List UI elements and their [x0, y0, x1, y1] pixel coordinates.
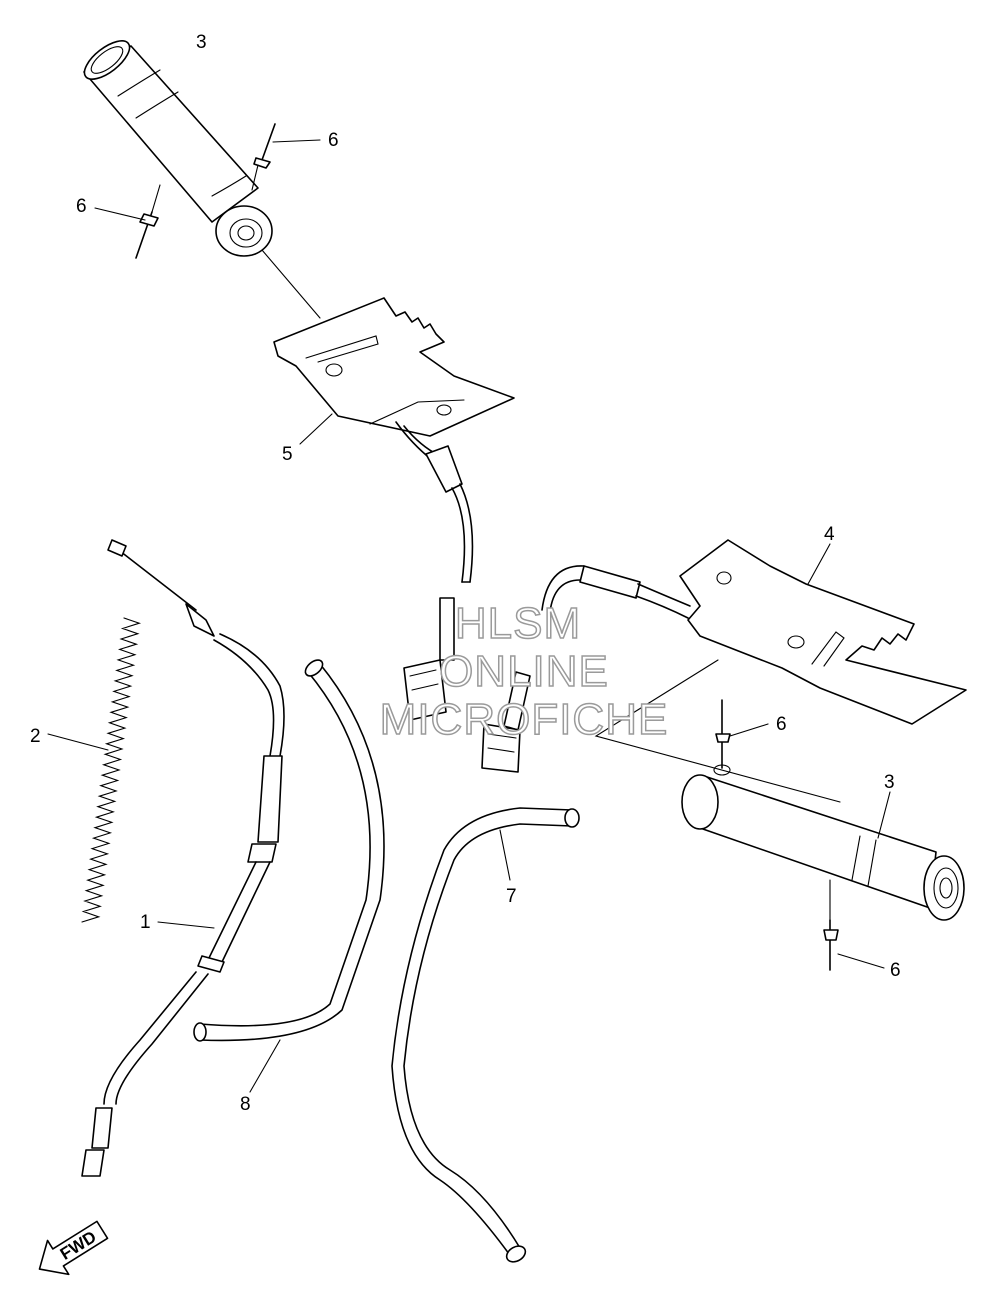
label-part-6-a: 6 — [328, 130, 339, 151]
leader-5 — [299, 413, 333, 445]
grip-bottom[interactable] — [681, 764, 965, 921]
label-part-2: 2 — [30, 726, 41, 747]
grip-heater-right[interactable] — [679, 539, 967, 725]
pin-6a[interactable] — [251, 123, 276, 191]
pin-6b[interactable] — [135, 184, 161, 259]
watermark-line1: HLSM — [455, 599, 581, 648]
spring-coil — [81, 617, 142, 923]
leader-6d — [837, 953, 885, 969]
leader-4 — [807, 543, 831, 585]
leader-1 — [157, 921, 215, 929]
label-part-7: 7 — [506, 886, 517, 907]
wire-harness-left[interactable] — [395, 421, 474, 583]
hose-8[interactable] — [193, 657, 385, 1042]
label-part-6-c: 6 — [776, 714, 787, 735]
label-part-1: 1 — [140, 912, 151, 933]
label-part-6-d: 6 — [890, 960, 901, 981]
watermark-line3: MICROFICHE — [380, 695, 669, 744]
pin-6c[interactable] — [715, 699, 731, 769]
leader-7 — [499, 829, 511, 881]
label-part-3-top: 3 — [196, 32, 207, 53]
spring[interactable] — [81, 617, 142, 923]
wire-harness-right[interactable] — [541, 565, 691, 619]
label-part-5: 5 — [282, 444, 293, 465]
label-part-8: 8 — [240, 1094, 251, 1115]
connector-left[interactable] — [403, 597, 455, 721]
leader-6c — [729, 723, 769, 737]
leader-2 — [47, 733, 109, 751]
label-part-3-bottom: 3 — [884, 772, 895, 793]
hose-7[interactable] — [391, 807, 580, 1265]
connector-right[interactable] — [481, 671, 531, 773]
throttle-cable[interactable] — [81, 539, 285, 1177]
grip-top[interactable] — [78, 34, 273, 257]
leader-6a — [272, 139, 321, 143]
leader-8 — [249, 1039, 281, 1093]
assembly-line-right — [594, 659, 841, 803]
grip-heater-left[interactable] — [273, 297, 515, 437]
watermark-line2: ONLINE — [439, 647, 609, 696]
label-part-4: 4 — [824, 524, 835, 545]
leader-6b — [94, 207, 146, 221]
pin-6d[interactable] — [823, 879, 839, 971]
leader-grip-top-to-holder — [261, 249, 321, 319]
leader-3-bottom — [877, 791, 891, 839]
label-part-6-b: 6 — [76, 196, 87, 217]
fwd-arrow-icon: FWD — [38, 1220, 109, 1276]
